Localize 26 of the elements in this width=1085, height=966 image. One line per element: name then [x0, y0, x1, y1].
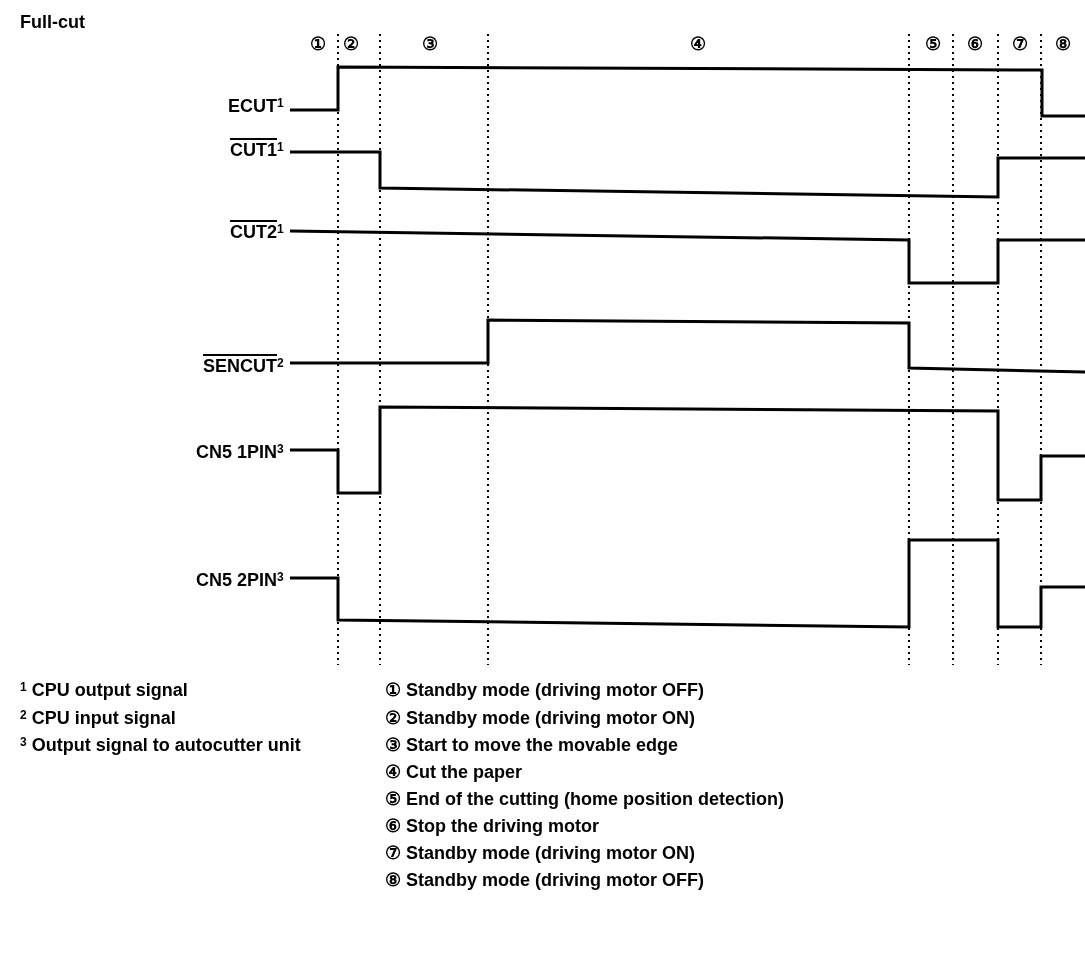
phase-description: ⑦ Standby mode (driving motor ON)	[385, 842, 695, 864]
phase-description: ③ Start to move the movable edge	[385, 734, 679, 756]
signal-name: SENCUT$^{2}$	[203, 355, 284, 377]
phase-description: ⑧ Standby mode (driving motor OFF)	[385, 869, 704, 891]
phase-number: ⑦	[1012, 33, 1028, 55]
signal-name: CUT1$^{1}$	[230, 139, 284, 161]
footnote: $^{3}$ Output signal to autocutter unit	[20, 734, 301, 756]
signal-name: CN5 2PIN$^{3}$	[196, 569, 284, 591]
signal-name: ECUT$^{1}$	[228, 95, 284, 117]
footnote: $^{1}$ CPU output signal	[20, 679, 188, 701]
phase-number: ③	[422, 33, 438, 55]
footnote: $^{2}$ CPU input signal	[20, 707, 176, 729]
phase-number: ①	[310, 33, 326, 55]
phase-number: ⑤	[925, 33, 941, 55]
phase-number: ⑧	[1055, 33, 1071, 55]
signal-name: CUT2$^{1}$	[230, 221, 284, 243]
diagram-title: Full-cut	[20, 11, 85, 33]
phase-description: ② Standby mode (driving motor ON)	[385, 707, 695, 729]
phase-number: ②	[343, 33, 359, 55]
phase-number: ⑥	[967, 33, 983, 55]
phase-description: ⑥ Stop the driving motor	[385, 815, 599, 837]
phase-description: ⑤ End of the cutting (home position detection)	[385, 788, 784, 810]
phase-description: ④ Cut the paper	[385, 761, 522, 783]
phase-number: ④	[690, 33, 706, 55]
phase-description: ① Standby mode (driving motor OFF)	[385, 679, 704, 701]
signal-name: CN5 1PIN$^{3}$	[196, 441, 284, 463]
